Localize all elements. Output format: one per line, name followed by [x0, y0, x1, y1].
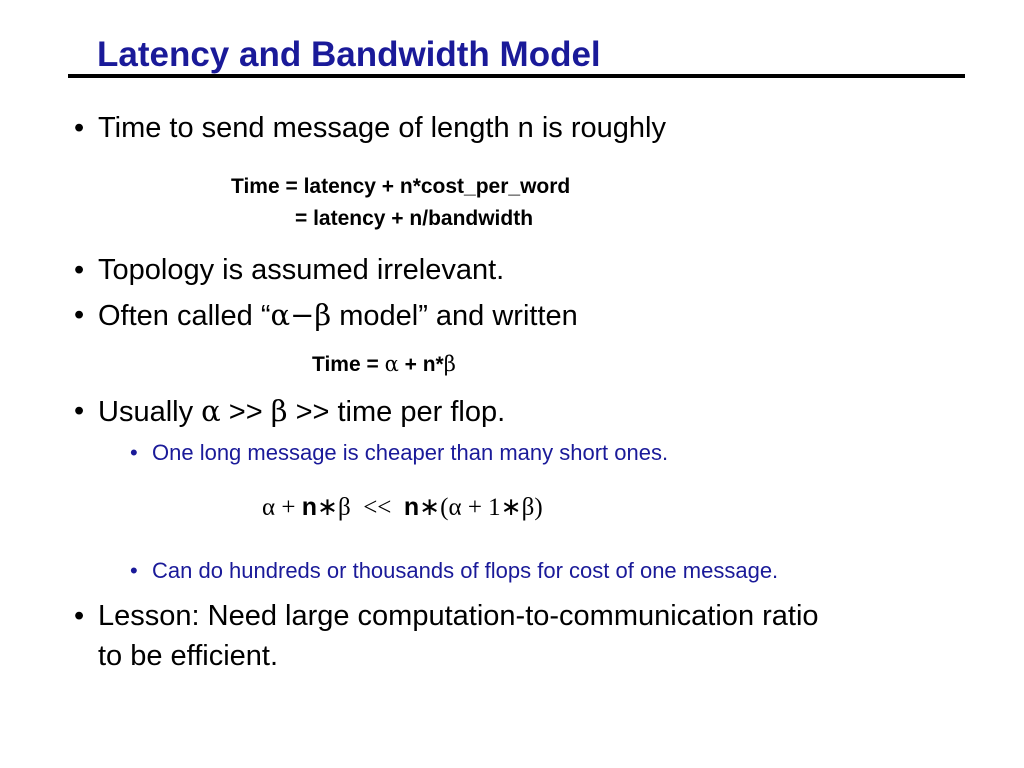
sub-bullet-dot: •	[130, 440, 138, 465]
close-paren: )	[534, 494, 543, 521]
bullet-dot: •	[74, 395, 85, 427]
plus-symbol: +	[275, 494, 302, 521]
bullet-lesson-continued: to be efficient.	[98, 640, 279, 672]
bullet-dot: •	[74, 254, 85, 286]
beta-symbol: β	[270, 394, 288, 428]
sub-bullet-dot: •	[130, 558, 138, 583]
bullet-text-post: model” and written	[331, 300, 578, 332]
bullet-text-post: >> time per flop.	[287, 396, 506, 428]
less-less-symbol: <<	[350, 494, 404, 521]
alpha-symbol: α	[448, 494, 462, 521]
title-underline	[68, 74, 965, 78]
n-variable: n	[301, 493, 317, 521]
alpha-symbol: α	[384, 352, 399, 376]
beta-symbol: β	[314, 298, 332, 332]
bullet-text: Topology is assumed irrelevant.	[98, 254, 505, 286]
bullet-text-pre: Usually	[98, 396, 202, 428]
plus-symbol: +	[461, 494, 489, 521]
sub-bullet-flops: • Can do hundreds or thousands of flops …	[130, 558, 779, 584]
sub-bullet-text: One long message is cheaper than many sh…	[152, 440, 669, 465]
one-constant: 1	[488, 494, 501, 521]
times-symbol: ∗	[419, 494, 441, 521]
slide-title: Latency and Bandwidth Model	[97, 35, 601, 74]
bullet-topology: • Topology is assumed irrelevant.	[74, 253, 505, 287]
bullet-lesson: • Lesson: Need large computation-to-comm…	[74, 599, 819, 633]
beta-symbol: β	[521, 494, 535, 521]
sub-bullet-long-message: • One long message is cheaper than many …	[130, 440, 669, 466]
formula-text: Time =	[312, 353, 385, 376]
bullet-text: Lesson: Need large computation-to-commun…	[98, 600, 819, 632]
bullet-text: Time to send message of length n is roug…	[98, 112, 666, 144]
alpha-symbol: α	[270, 298, 291, 332]
times-symbol: ∗	[317, 494, 338, 521]
times-symbol: ∗	[500, 494, 522, 521]
bullet-usually: • Usually α >> β >> time per flop.	[74, 394, 506, 429]
beta-symbol: β	[337, 494, 351, 521]
bullet-text-gt: >>	[220, 396, 271, 428]
formula-text: + n*	[398, 353, 444, 376]
bullet-text-pre: Often called “	[98, 300, 271, 332]
alpha-symbol: α	[201, 394, 221, 428]
bullet-dot: •	[74, 299, 85, 331]
bullet-send-time: • Time to send message of length n is ro…	[74, 111, 666, 145]
beta-symbol: β	[443, 352, 456, 376]
formula-time-latency: Time = latency + n*cost_per_word	[231, 175, 571, 198]
sub-bullet-text: Can do hundreds or thousands of flops fo…	[152, 558, 779, 583]
bullet-alpha-beta-model: • Often called “α−β model” and written	[74, 298, 578, 333]
formula-time-bandwidth: = latency + n/bandwidth	[295, 207, 534, 230]
formula-alpha-beta: Time = α + n*β	[312, 351, 456, 378]
formula-inequality: α + n∗β << n∗(α + 1∗β)	[262, 492, 543, 523]
alpha-symbol: α	[262, 494, 276, 521]
bullet-dot: •	[74, 600, 85, 632]
n-variable: n	[403, 493, 420, 521]
minus-symbol: −	[290, 298, 315, 332]
open-paren: (	[440, 494, 449, 521]
bullet-dot: •	[74, 112, 85, 144]
